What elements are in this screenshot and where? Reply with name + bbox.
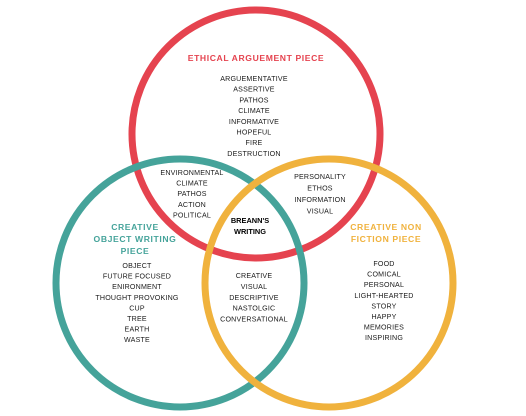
- ethical-object-overlap-item: ACTION: [178, 201, 206, 209]
- object-nonfiction-overlap-item: VISUAL: [241, 283, 267, 291]
- ethical-nonfiction-overlap-items: PERSONALITY ETHOS INFORMATION VISUAL: [294, 173, 346, 216]
- creative-object-item: THOUGHT PROVOKING: [95, 294, 178, 302]
- creative-object-title-line: OBJECT WRITING: [94, 234, 177, 244]
- ethical-item: ASSERTIVE: [233, 86, 275, 94]
- creative-nonfiction-circle: [201, 155, 457, 411]
- creative-nonfiction-title-line: CREATIVE NON: [350, 222, 422, 232]
- ethical-item: HOPEFUL: [237, 129, 272, 137]
- creative-object-writing-items: OBJECT FUTURE FOCUSED ENIRONMENT THOUGHT PR…: [95, 262, 178, 344]
- object-nonfiction-overlap-item: CONVERSATIONAL: [220, 316, 288, 324]
- creative-nonfiction-item: LIGHT-HEARTED: [354, 292, 413, 300]
- creative-nonfiction-items: FOOD COMICAL PERSONAL LIGHT-HEARTED STORY HAP…: [354, 260, 413, 342]
- creative-object-title-line: CREATIVE: [111, 222, 159, 232]
- ethical-argument-circle: [128, 6, 384, 262]
- ethical-item: PATHOS: [239, 96, 268, 104]
- creative-object-item: FUTURE FOCUSED: [103, 273, 171, 281]
- center-overlap-line: WRITING: [234, 227, 266, 236]
- creative-object-item: CUP: [129, 304, 145, 312]
- ethical-nonfiction-overlap-item: VISUAL: [307, 208, 333, 216]
- creative-object-writing-title: CREATIVE OBJECT WRITING PIECE: [94, 222, 177, 256]
- ethical-item: ARGUEMENTATIVE: [220, 75, 288, 83]
- ethical-object-overlap-items: ENVIRONMENTAL CLIMATE PATHOS ACTION POLITICA…: [160, 169, 223, 219]
- ethical-object-overlap-item: CLIMATE: [176, 180, 208, 188]
- ethical-nonfiction-overlap-item: INFORMATION: [294, 196, 345, 204]
- creative-object-item: OBJECT: [122, 262, 152, 270]
- creative-nonfiction-item: COMICAL: [367, 271, 401, 279]
- ethical-object-overlap-item: POLITICAL: [173, 211, 211, 219]
- creative-nonfiction-item: FOOD: [373, 260, 394, 268]
- creative-object-title-line: PIECE: [121, 246, 150, 256]
- creative-object-writing-circle: [52, 155, 308, 411]
- creative-nonfiction-item: STORY: [371, 302, 396, 310]
- creative-object-item: TREE: [127, 315, 147, 323]
- object-nonfiction-overlap-items: CREATIVE VISUAL DESCRIPTIVE NASTOLGIC CONVER…: [220, 272, 288, 324]
- center-overlap-line: BREANN'S: [231, 216, 269, 225]
- creative-object-item: ENIRONMENT: [112, 283, 162, 291]
- creative-nonfiction-title-line: FICTION PIECE: [351, 234, 421, 244]
- creative-nonfiction-item: MEMORIES: [364, 324, 404, 332]
- creative-object-item: EARTH: [125, 326, 150, 334]
- ethical-nonfiction-overlap-item: PERSONALITY: [294, 173, 346, 181]
- ethical-object-overlap-item: ENVIRONMENTAL: [160, 169, 223, 177]
- creative-nonfiction-title: CREATIVE NON FICTION PIECE: [350, 222, 422, 244]
- center-overlap-label: BREANN'S WRITING: [231, 216, 269, 236]
- ethical-object-overlap-item: PATHOS: [177, 190, 206, 198]
- object-nonfiction-overlap-item: CREATIVE: [236, 272, 273, 280]
- object-nonfiction-overlap-item: DESCRIPTIVE: [229, 294, 279, 302]
- object-nonfiction-overlap-item: NASTOLGIC: [233, 305, 276, 313]
- creative-object-item: WASTE: [124, 336, 150, 344]
- ethical-argument-title: ETHICAL ARGUEMENT PIECE: [188, 53, 325, 63]
- ethical-argument-items: ARGUEMENTATIVE ASSERTIVE PATHOS CLIMATE INFO…: [220, 75, 288, 158]
- ethical-item: FIRE: [246, 139, 263, 147]
- creative-nonfiction-item: PERSONAL: [364, 281, 404, 289]
- ethical-item: DESTRUCTION: [227, 150, 280, 158]
- ethical-item: INFORMATIVE: [229, 118, 279, 126]
- ethical-item: CLIMATE: [238, 107, 270, 115]
- ethical-nonfiction-overlap-item: ETHOS: [307, 185, 333, 193]
- creative-nonfiction-item: HAPPY: [371, 313, 396, 321]
- creative-nonfiction-item: INSPIRING: [365, 334, 403, 342]
